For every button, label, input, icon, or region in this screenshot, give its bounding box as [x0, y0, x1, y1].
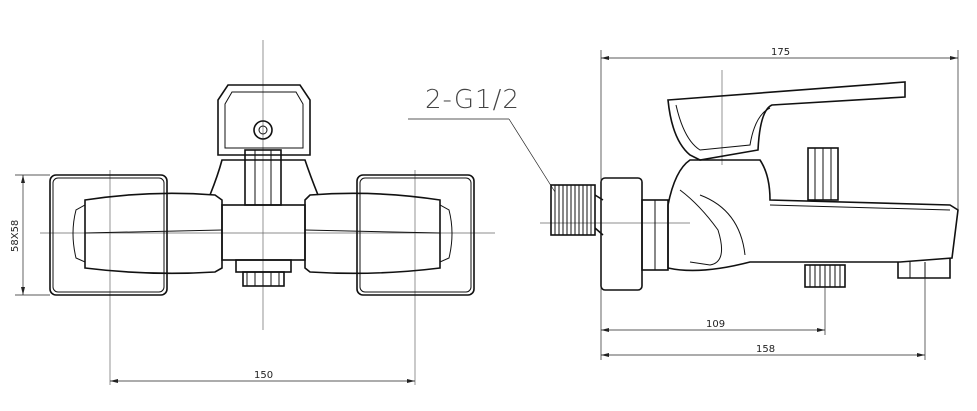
- center-distance-label: 150: [254, 370, 273, 381]
- lever-handle-inner-edge: [224, 91, 304, 149]
- spout-length-label: 158: [756, 344, 775, 355]
- left-arm-end-cap: [72, 204, 86, 263]
- diverter-knob: [807, 147, 839, 201]
- left-wall-plate: [49, 174, 168, 296]
- left-arm-ridge-line: [84, 229, 223, 234]
- side-body-contour-outer: [679, 189, 723, 266]
- right-wall-plate-inner-edge: [359, 177, 472, 293]
- spout-top-edge: [769, 204, 951, 211]
- central-body-shoulder: [209, 159, 319, 196]
- left-arm: [84, 192, 223, 275]
- handle-screw-cap: [253, 120, 273, 140]
- side-view: 175 109 158: [540, 47, 959, 360]
- callout-leader-line: [508, 118, 556, 193]
- left-wall-plate-inner-edge: [52, 177, 165, 293]
- outlet-nut: [242, 271, 285, 287]
- side-lever-handle: [667, 81, 906, 161]
- front-view: 58X58 150: [10, 40, 495, 385]
- side-outlet-thread: [804, 264, 846, 288]
- side-wall-plate: [600, 177, 643, 291]
- spout-aerator: [897, 258, 951, 279]
- thread-callout: 2-G1/2: [408, 85, 556, 193]
- side-body-contour-inner: [699, 194, 746, 256]
- overall-length-label: 175: [771, 47, 790, 58]
- side-lever-handle-inner-edge: [675, 104, 771, 151]
- side-arm-nut: [641, 199, 669, 271]
- inlet-thread: [550, 184, 596, 236]
- right-arm-ridge-line: [304, 229, 441, 234]
- plate-size-label: 58X58: [10, 220, 21, 252]
- thread-callout-label: 2-G1/2: [425, 85, 520, 115]
- central-body: [221, 204, 306, 261]
- outlet-position-label: 109: [706, 319, 725, 330]
- cartridge-stem: [244, 149, 282, 206]
- side-body: [667, 159, 959, 272]
- right-wall-plate: [356, 174, 475, 296]
- right-arm-end-cap: [439, 204, 453, 263]
- right-arm: [304, 192, 441, 275]
- outlet-collar: [235, 259, 292, 273]
- lever-handle: [217, 84, 311, 156]
